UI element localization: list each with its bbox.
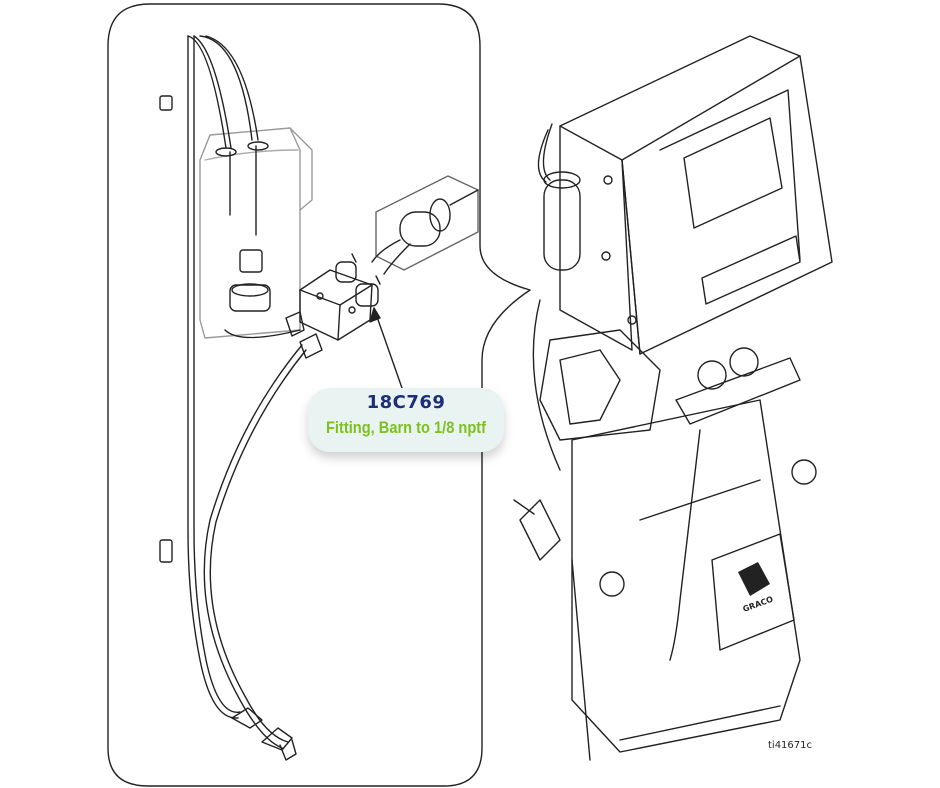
manifold-block: [285, 269, 373, 359]
control-box: [559, 35, 833, 355]
figure-reference: ti41671c: [768, 740, 813, 751]
leader-arrow: [369, 307, 403, 389]
clips: [159, 95, 173, 563]
part-description: Fitting, Barn to 1/8 nptf: [325, 418, 486, 437]
svg-text:GRACO: GRACO: [742, 595, 775, 614]
hose-left: [532, 299, 561, 471]
pump-base: [571, 399, 801, 761]
barb-fittings: [335, 253, 381, 307]
graco-logo: GRACO: [738, 562, 775, 614]
reservoir-assembly: [199, 127, 313, 339]
motor-assembly: [539, 329, 661, 441]
pressure-switch: [371, 175, 479, 275]
hose-right: [669, 429, 701, 661]
tubing: [187, 35, 307, 749]
elbow-fittings: [231, 707, 297, 761]
side-panel: [559, 125, 637, 351]
ball-valve: [513, 499, 561, 561]
filter-canister: [537, 123, 581, 271]
part-callout: 18C769 Fitting, Barn to 1/8 nptf: [308, 388, 504, 452]
part-number: 18C769: [366, 392, 446, 413]
detail-bubble-outline: [107, 3, 531, 787]
